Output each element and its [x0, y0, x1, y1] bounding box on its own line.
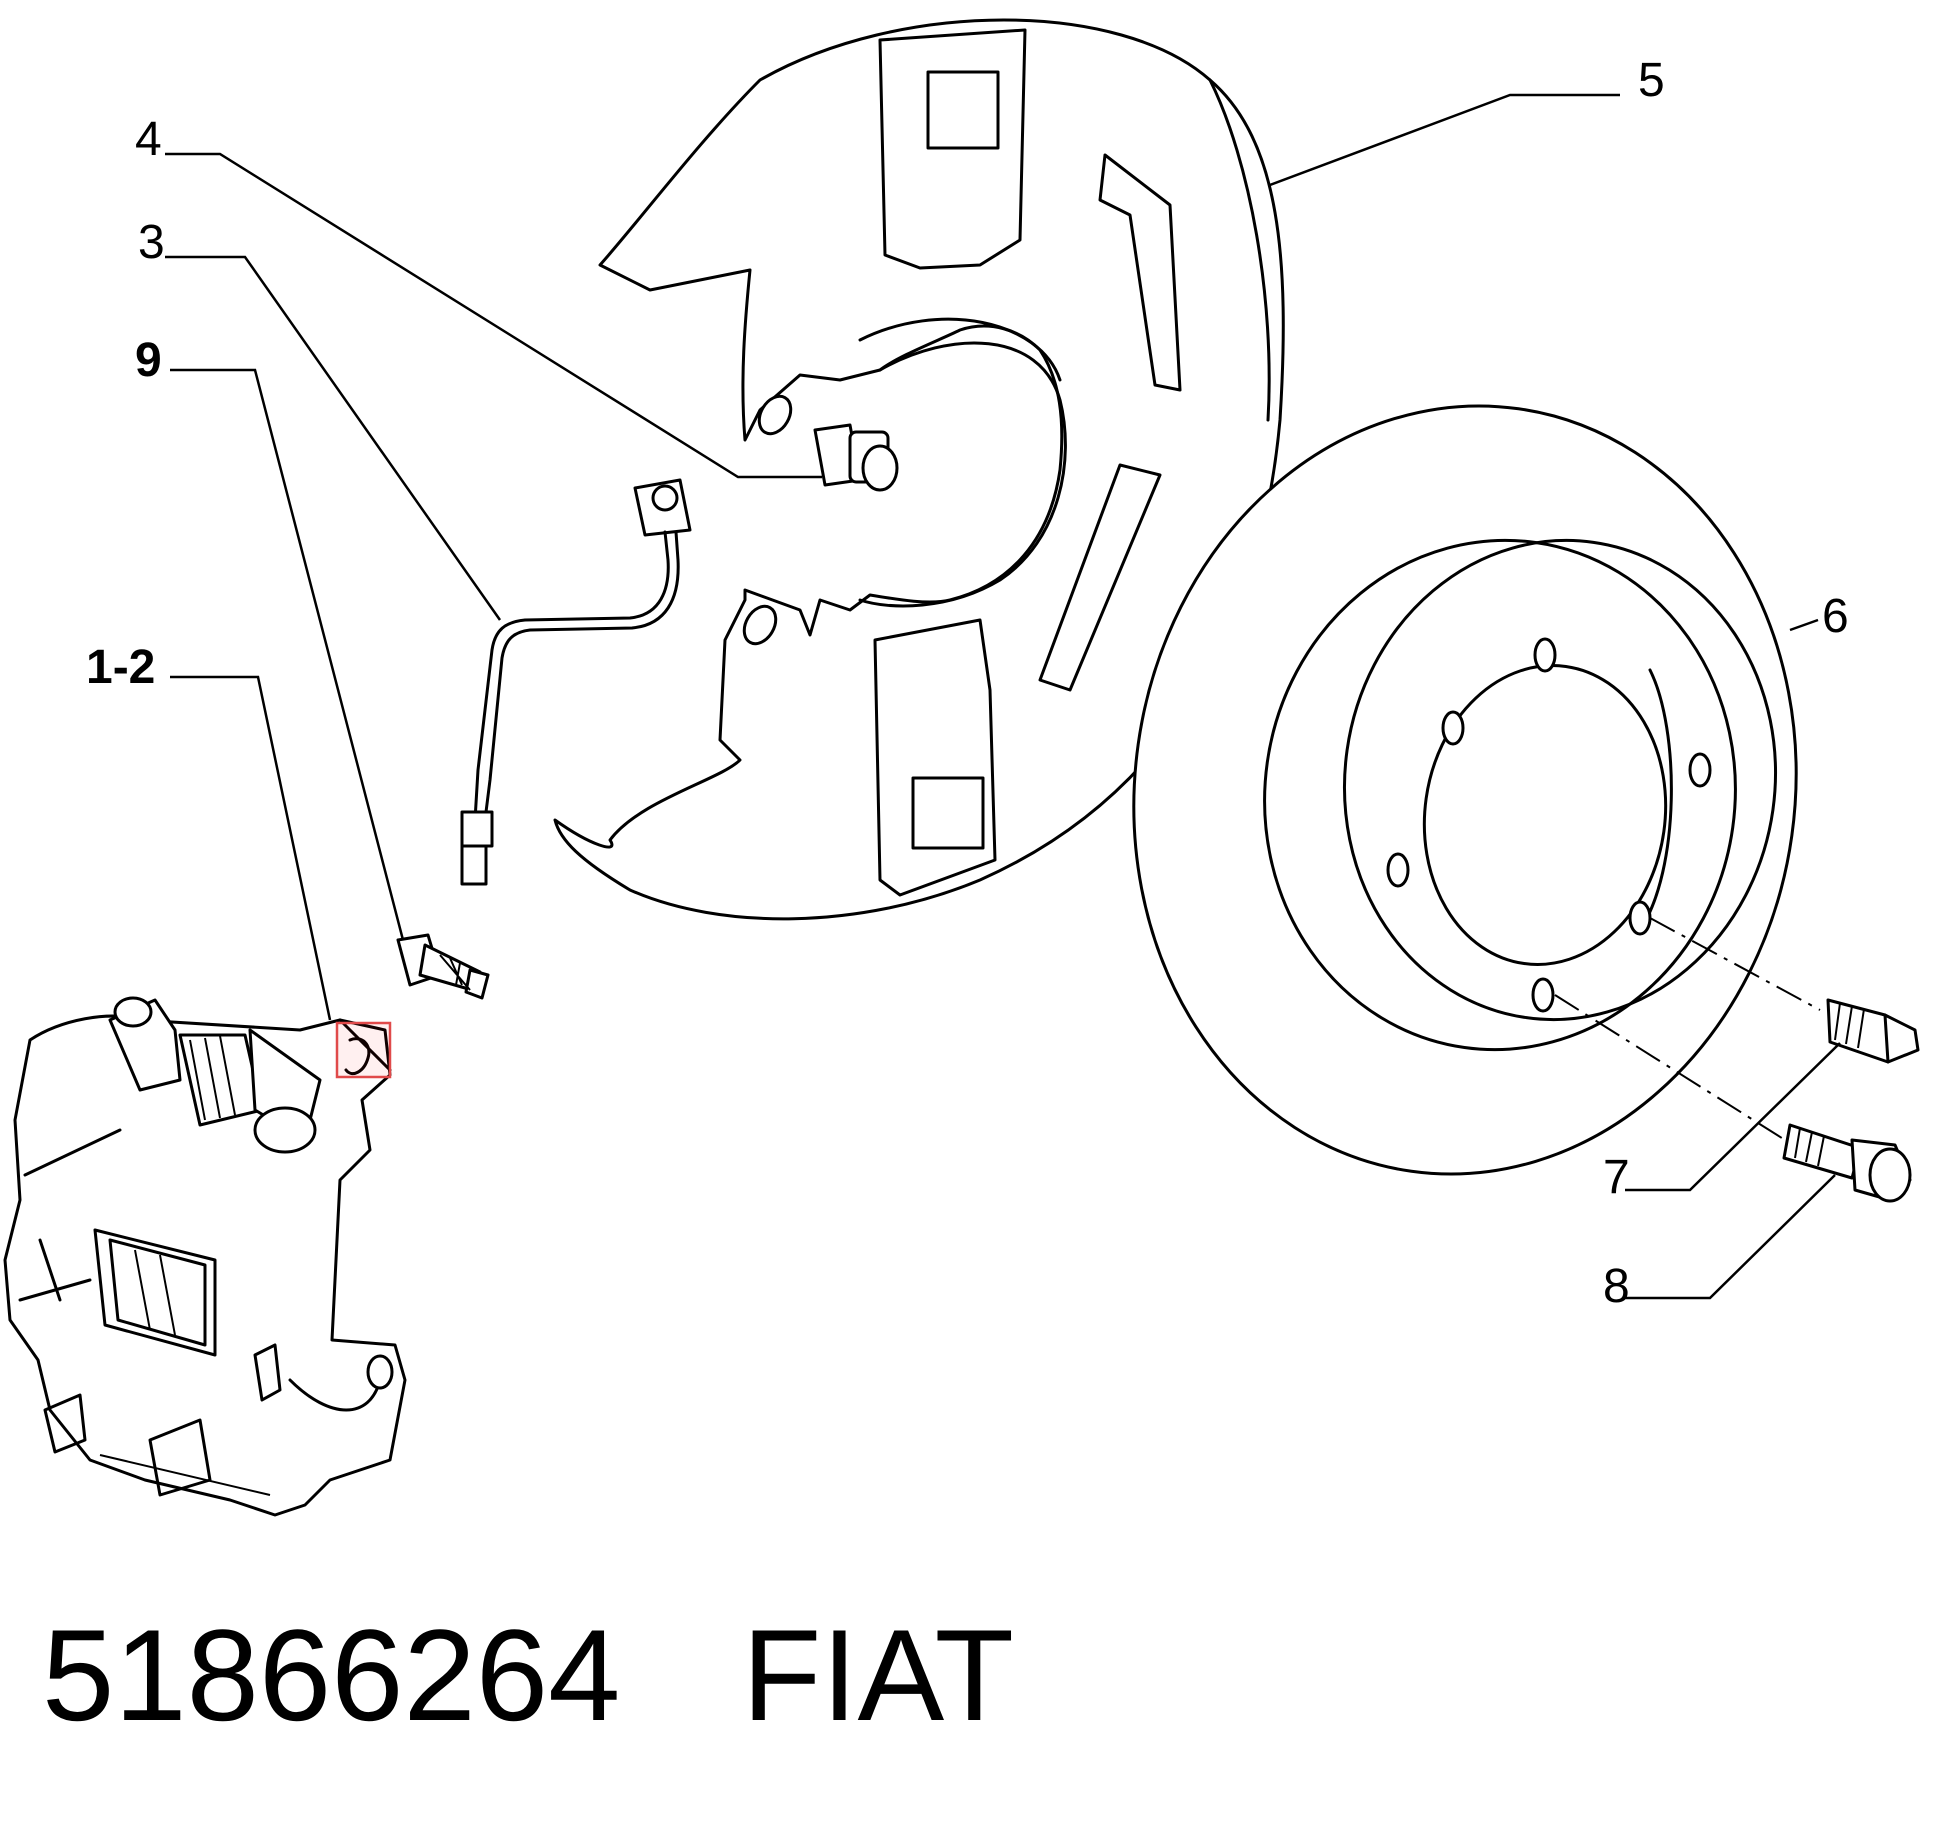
footer-part-number: 51866264 [42, 1602, 620, 1748]
caliper-bolt-part-9[interactable] [396, 933, 490, 1000]
callout-3: 3 [138, 216, 165, 269]
callout-4: 4 [135, 113, 162, 166]
brake-caliper-part-1-2[interactable] [3, 996, 407, 1517]
leader-3 [165, 255, 502, 621]
highlight-box [335, 1021, 392, 1079]
bolt-axis-line [1554, 994, 1786, 1141]
callout-7: 7 [1603, 1151, 1630, 1204]
leader-9 [170, 368, 405, 941]
callout-6: 6 [1822, 590, 1849, 643]
wheel-bolt-part-8[interactable] [1782, 1123, 1912, 1203]
callout-1-2: 1-2 [86, 641, 155, 694]
dust-shield-part-5[interactable] [553, 18, 1285, 921]
shield-bolt-part-4[interactable] [813, 423, 899, 492]
leader-6 [1789, 618, 1819, 632]
leader-1-2 [170, 675, 332, 1021]
callout-5: 5 [1638, 54, 1665, 107]
footer-brand: FIAT [742, 1602, 1014, 1748]
wheel-stud-part-7[interactable] [1826, 998, 1920, 1064]
stud-axis-line [1649, 917, 1821, 1011]
leader-5 [1269, 93, 1620, 187]
callout-9: 9 [135, 334, 162, 387]
leader-8 [1625, 1174, 1836, 1300]
wear-sensor-part-3[interactable] [460, 478, 692, 886]
callout-8: 8 [1603, 1260, 1630, 1313]
leader-7 [1625, 1042, 1841, 1192]
leader-4 [165, 152, 822, 479]
brake-disc-part-6[interactable] [1085, 363, 1846, 1217]
